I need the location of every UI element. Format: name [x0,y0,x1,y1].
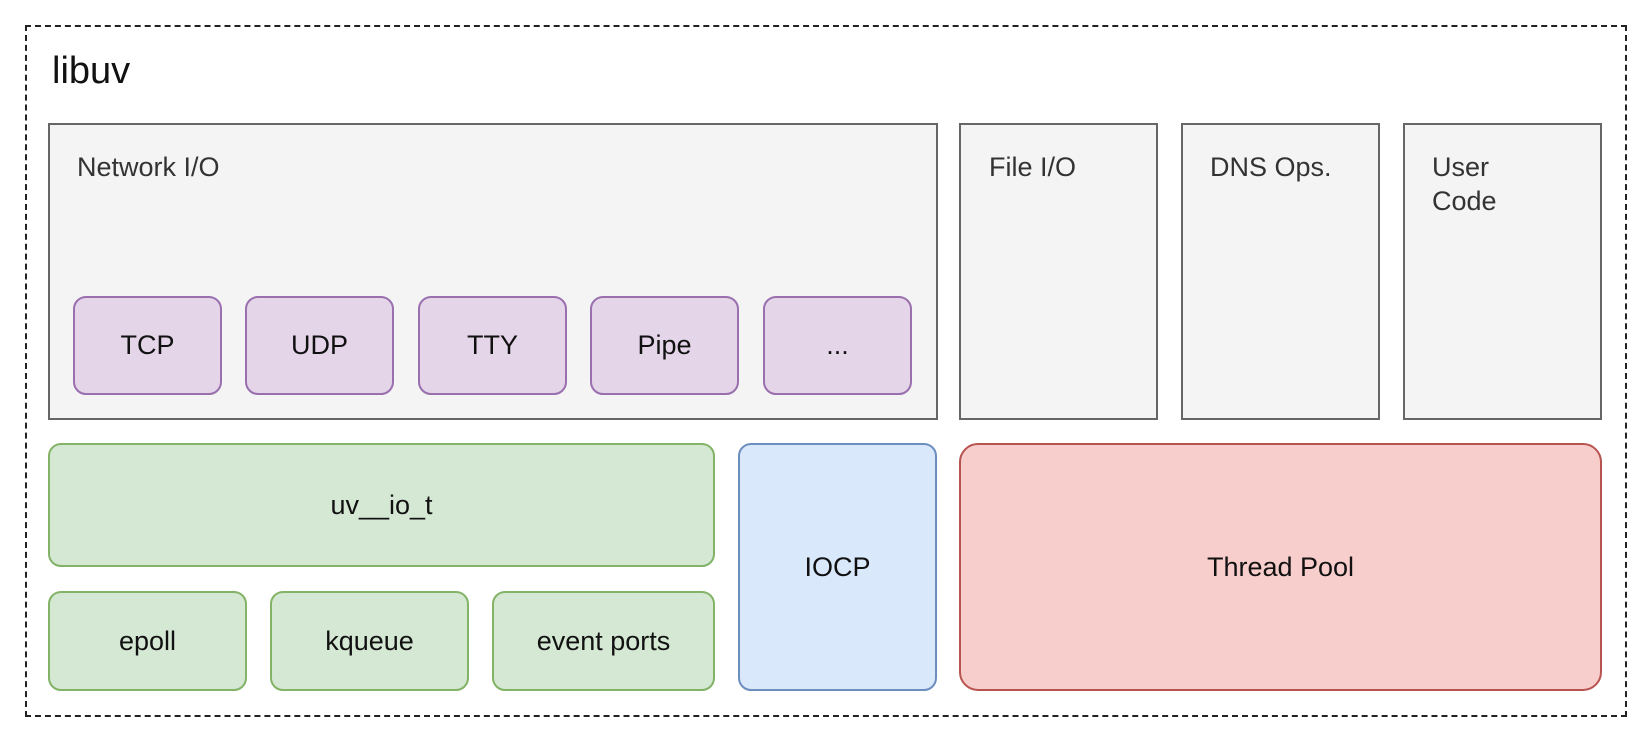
dns-ops-box [1181,123,1380,420]
kqueue-box: kqueue [270,591,469,691]
user-code-label-line2: Code [1432,186,1497,216]
dns-ops-label: DNS Ops. [1210,152,1332,182]
more-box: ... [763,296,912,395]
user-code-box [1403,123,1602,420]
event-ports-box: event ports [492,591,715,691]
epoll-box: epoll [48,591,247,691]
udp-box: UDP [245,296,394,395]
pipe-box: Pipe [590,296,739,395]
libuv-container [25,25,1627,717]
user-code-label-line1: User [1432,152,1490,182]
tcp-box: TCP [73,296,222,395]
network-io-label: Network I/O [77,152,220,182]
thread-pool-box: Thread Pool [959,443,1602,691]
iocp-box: IOCP [738,443,937,691]
tty-box: TTY [418,296,567,395]
uv-io-t-box: uv__io_t [48,443,715,567]
file-io-box [959,123,1158,420]
file-io-label: File I/O [989,152,1077,182]
diagram-title: libuv [52,50,131,92]
